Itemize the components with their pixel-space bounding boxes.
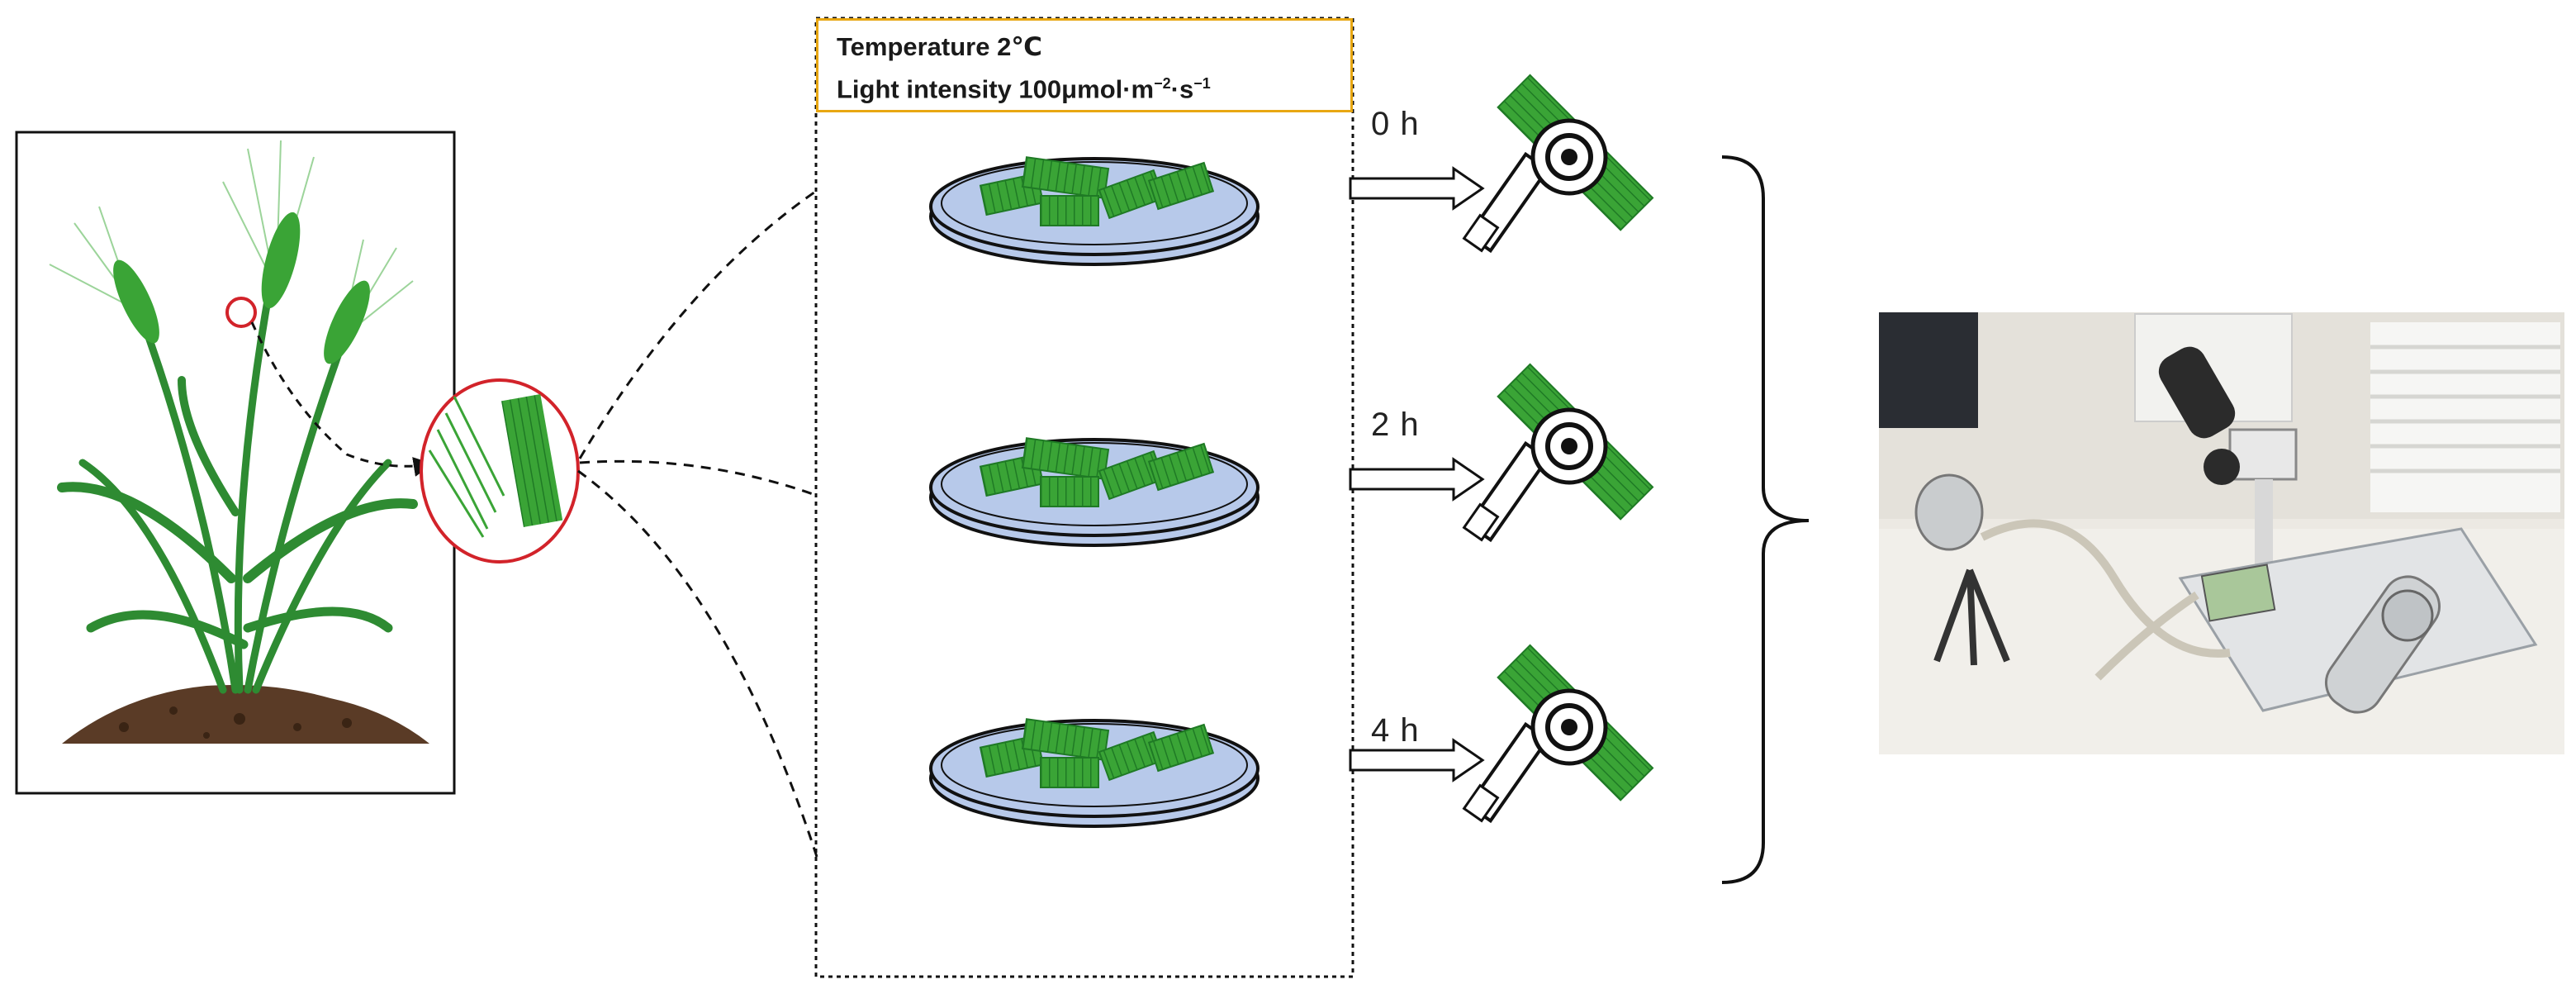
time-label-0h: 0 h [1371,106,1420,142]
wheat-ears [49,140,414,364]
zoom-dashed-arrow [250,321,434,477]
monitor-icon [1879,312,1978,428]
tripod-icon [1933,568,2010,666]
leaf-segment [1147,161,1215,211]
leaf-marker-circle [225,297,257,328]
petri-dish-icon [929,718,1260,828]
leaf-segment [1147,442,1215,492]
wheat-plant-icon [57,269,418,694]
dish-connectors [577,188,819,860]
magnifier-circle-icon [420,378,580,564]
petri-dish-icon [929,156,1260,266]
leaf-segment [1021,437,1110,480]
leaf-segment [1021,718,1110,761]
fluorometer-photo [1879,312,2564,754]
fluorometer-device-icon [2178,527,2538,714]
conditions-header: Temperature 2℃ Light intensity 100μmol·m… [816,18,1353,112]
measurement-timeline [1349,74,1654,824]
arrow-right-icon [1349,457,1485,502]
plant-panel [15,131,456,795]
petri-dishes [929,156,1260,828]
time-label-4h: 4 h [1371,712,1420,749]
petri-dish-icon [929,437,1260,547]
time-label-2h: 2 h [1371,407,1420,443]
leaf-segment [1040,757,1099,788]
leaf-segment [1021,156,1110,199]
curly-brace-icon [1721,155,1810,884]
leaf-clip-icon [1462,74,1654,254]
arrow-right-icon [1349,738,1485,782]
arrow-right-icon [1349,166,1485,211]
leaf-clip-icon [1462,644,1654,824]
temperature-label: Temperature 2℃ [837,32,1042,61]
soil-texture [119,706,352,739]
leaf-clip-icon [1462,363,1654,543]
leaf-segment [1040,476,1099,507]
soil-mound [62,685,429,744]
leaf-segment [1040,195,1099,226]
leaf-segment [1147,723,1215,773]
light-intensity-label: Light intensity 100μmol·m−2·s−1 [837,74,1211,104]
